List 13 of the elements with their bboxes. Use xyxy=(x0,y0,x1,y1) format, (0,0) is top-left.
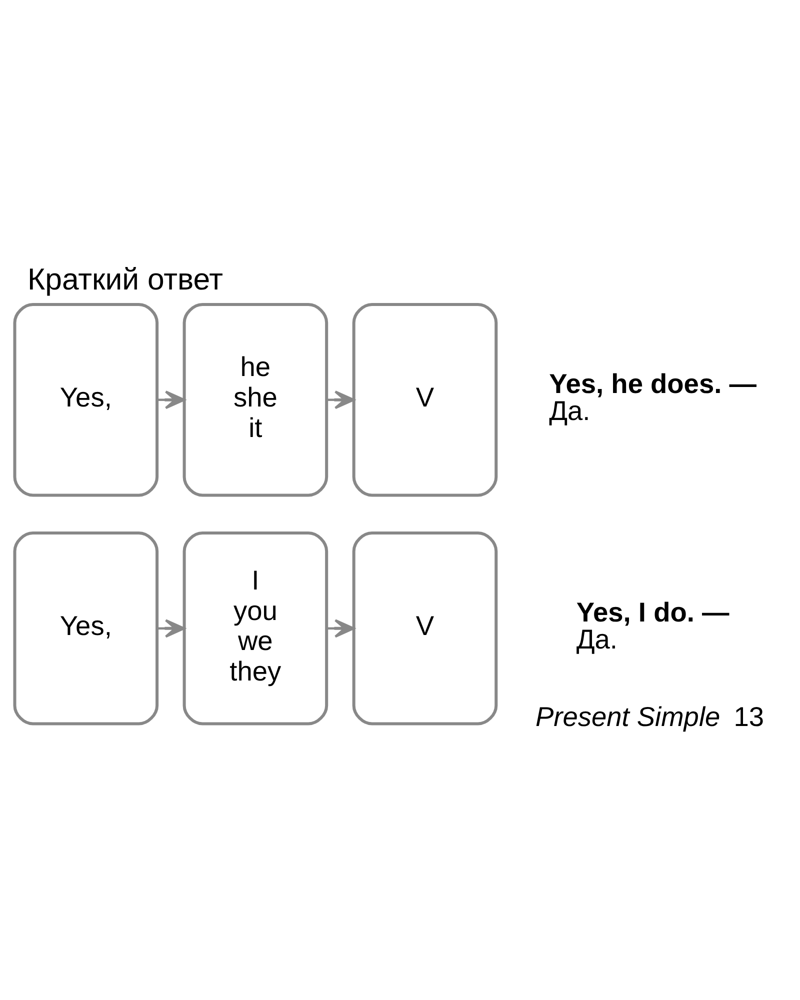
arrow xyxy=(326,390,355,409)
label: 13 xyxy=(734,700,764,732)
label: Present Simple xyxy=(535,700,720,732)
node-box: V xyxy=(352,302,498,496)
node-box: V xyxy=(352,531,498,725)
node-box: Yes, xyxy=(13,531,159,725)
arrow xyxy=(157,390,186,409)
label: Yes, he does. — Да. xyxy=(549,367,756,426)
node-box: he she it xyxy=(182,302,328,496)
diagram-title: Краткий ответ xyxy=(28,262,223,296)
label: Yes, I do. — Да. xyxy=(576,596,730,654)
node-box: Yes, xyxy=(13,302,159,496)
node-box: I you we they xyxy=(182,531,328,725)
